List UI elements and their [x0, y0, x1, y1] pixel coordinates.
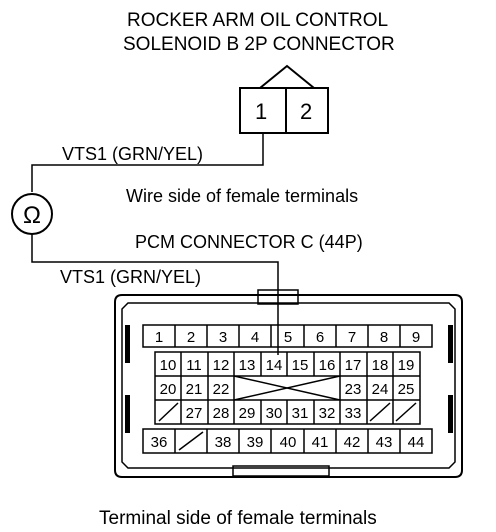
pin-1: 1	[155, 329, 163, 346]
pin-32: 32	[319, 405, 336, 422]
pin-16: 16	[319, 357, 336, 374]
pin-28: 28	[213, 405, 230, 422]
pin-22: 22	[213, 381, 230, 398]
pin-39: 39	[247, 434, 264, 451]
pin-7: 7	[348, 329, 356, 346]
wire-top	[31, 133, 264, 192]
pin-13: 13	[239, 357, 256, 374]
pin-11: 11	[186, 357, 202, 374]
pin-8: 8	[380, 329, 388, 346]
pin-15: 15	[292, 357, 309, 374]
pin-3: 3	[219, 329, 227, 346]
pcm-connector-housing	[114, 289, 463, 478]
pin-10: 10	[160, 357, 177, 374]
ohmmeter: Ω	[11, 193, 53, 235]
pin-14: 14	[266, 357, 283, 374]
pin-31: 31	[292, 405, 309, 422]
wire-bottom-label: VTS1 (GRN/YEL)	[60, 267, 201, 287]
connector-body	[239, 87, 329, 134]
pin-2: 2	[187, 329, 195, 346]
solenoid-connector-title-line2: SOLENOID B 2P CONNECTOR	[123, 34, 395, 55]
wire-side-caption: Wire side of female terminals	[126, 186, 358, 206]
connector-key	[259, 64, 315, 89]
solenoid-connector-title-line1: ROCKER ARM OIL CONTROL	[127, 10, 388, 31]
pin-17: 17	[345, 357, 362, 374]
pin-30: 30	[266, 405, 283, 422]
solenoid-terminal-1: 1	[255, 99, 267, 124]
wire-top-label: VTS1 (GRN/YEL)	[62, 144, 203, 164]
ohm-symbol: Ω	[23, 202, 41, 229]
pin-6: 6	[316, 329, 324, 346]
pin-21: 21	[186, 381, 203, 398]
pin-36: 36	[151, 434, 168, 451]
pin-9: 9	[412, 329, 420, 346]
pin-43: 43	[376, 434, 393, 451]
pin-12: 12	[213, 357, 230, 374]
solenoid-terminal-2: 2	[300, 99, 312, 124]
pcm-rows-2-4: 10 11 12 13 14 15 16 17 18 19 20 21 22 2…	[154, 351, 421, 425]
pin-42: 42	[344, 434, 361, 451]
pin-19: 19	[398, 357, 415, 374]
pin-25: 25	[398, 381, 415, 398]
wire-bottom	[31, 234, 279, 355]
solenoid-2p-connector: 1 2	[239, 64, 329, 134]
terminal-side-caption: Terminal side of female terminals	[99, 508, 377, 529]
pcm-row-5: 36 38 39 40 41 42 43 44	[142, 428, 433, 454]
pin-40: 40	[280, 434, 297, 451]
pcm-connector-title: PCM CONNECTOR C (44P)	[135, 232, 363, 252]
pin-29: 29	[239, 405, 256, 422]
pin-5: 5	[284, 329, 292, 346]
pin-18: 18	[372, 357, 389, 374]
pin-38: 38	[215, 434, 232, 451]
pin-41: 41	[312, 434, 329, 451]
pin-27: 27	[186, 405, 203, 422]
pin-44: 44	[408, 434, 425, 451]
pin-20: 20	[160, 381, 177, 398]
pcm-row-1: 1 2 3 4 5 6 7 8 9	[142, 324, 433, 348]
pin-33: 33	[345, 405, 362, 422]
pin-24: 24	[372, 381, 389, 398]
pin-4: 4	[251, 329, 259, 346]
pin-23: 23	[345, 381, 362, 398]
